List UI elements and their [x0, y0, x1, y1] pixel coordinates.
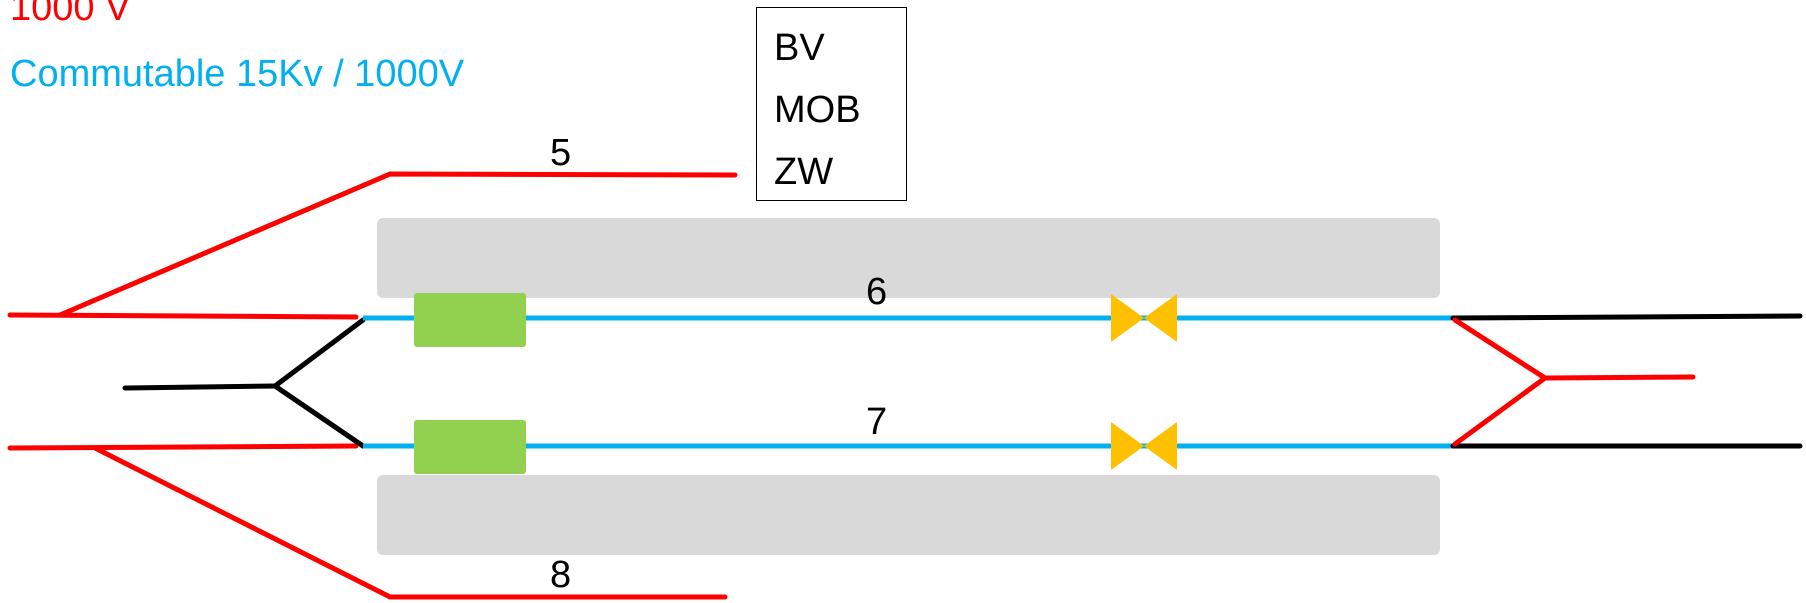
track-label-7: 7: [866, 401, 888, 443]
station-box: BV MOB ZW: [756, 7, 907, 201]
switch-marker-icon: [1111, 294, 1177, 342]
track-label-5: 5: [550, 132, 572, 174]
platform-upper: [377, 218, 1440, 298]
station-code-zw: ZW: [774, 151, 834, 193]
right-exits: [1450, 313, 1803, 449]
station-code-mob: MOB: [774, 89, 861, 131]
track-label-8: 8: [550, 554, 572, 596]
legend-switchable: Commutable 15Kv / 1000V: [10, 53, 465, 95]
track-label-6: 6: [866, 271, 888, 313]
track-8: [7, 443, 728, 600]
legend-1000v: 1000 V: [10, 0, 131, 29]
station-code-bv: BV: [774, 27, 825, 69]
right-junction: [1452, 317, 1696, 447]
track-5: [7, 171, 738, 320]
signal-box-icon: [414, 293, 526, 347]
switch-marker-icon: [1111, 422, 1177, 470]
left-junction: [122, 317, 366, 449]
platform-lower: [377, 475, 1440, 555]
signal-box-icon: [414, 420, 526, 474]
